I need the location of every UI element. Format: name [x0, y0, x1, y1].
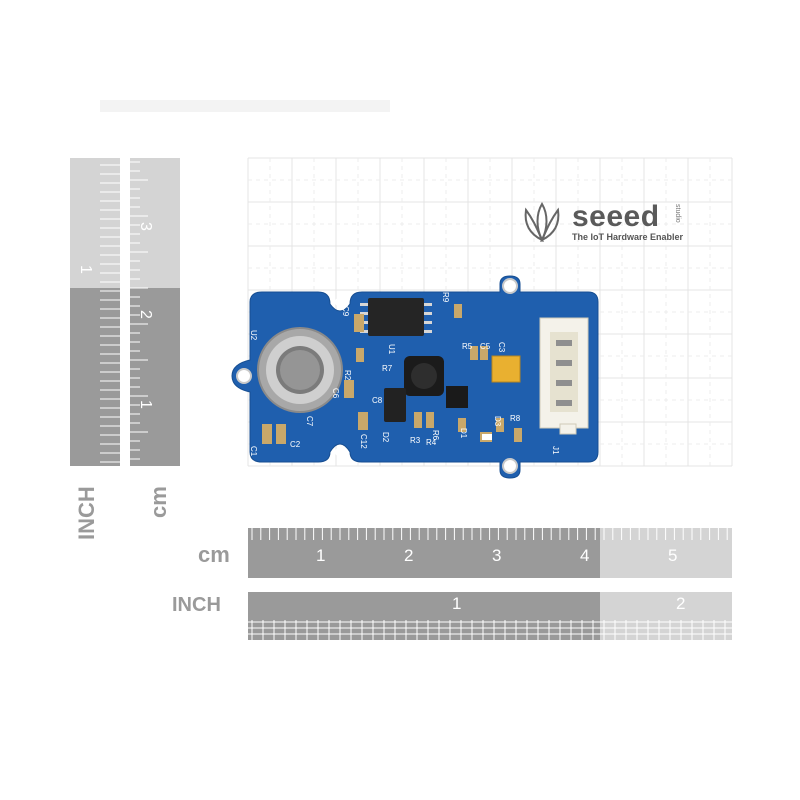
silk-u2: U2	[249, 330, 258, 341]
bottom-cm-tick-3: 3	[492, 546, 502, 565]
brand-mark: studio	[674, 204, 681, 223]
silk-c8: C8	[372, 396, 383, 405]
bottom-cm-tick-2: 2	[404, 546, 414, 565]
bottom-cm-label: cm	[198, 542, 230, 567]
ghost-ruler	[100, 100, 390, 112]
left-cm-tick-1: 1	[137, 400, 154, 409]
ic-chip	[360, 298, 432, 336]
brand-name: seeed	[572, 200, 660, 233]
silk-d2: D2	[381, 432, 390, 443]
led	[482, 434, 492, 440]
left-inch-label: INCH	[74, 486, 99, 540]
silk-r2: R2	[343, 370, 352, 381]
bottom-inch-label: INCH	[172, 594, 221, 616]
lotus-icon	[524, 202, 560, 243]
bottom-cm-tick-4: 4	[580, 546, 590, 565]
silk-d1: D1	[459, 428, 468, 439]
silk-c7: C7	[305, 416, 314, 427]
brand-logo: seeed The IoT Hardware Enabler studio	[520, 200, 690, 248]
left-inch-ruler	[70, 158, 120, 466]
silk-d3: D3	[493, 416, 502, 427]
silk-r5: R5	[462, 342, 473, 351]
left-inch-tick-1: 1	[77, 265, 94, 274]
grove-connector	[539, 317, 589, 435]
silk-r3: R3	[410, 436, 421, 445]
bottom-inch-tick-2: 2	[676, 594, 686, 613]
silk-c12: C12	[359, 434, 368, 449]
transistor	[446, 386, 468, 408]
left-cm-label: cm	[146, 486, 171, 518]
left-cm-tick-2: 2	[137, 310, 154, 319]
silk-c3: C3	[497, 342, 506, 353]
brand-tagline: The IoT Hardware Enabler	[572, 232, 684, 242]
silk-c9: C9	[341, 306, 350, 317]
silk-c2: C2	[290, 440, 301, 449]
silk-c5: C5	[480, 342, 491, 351]
left-cm-tick-3: 3	[137, 222, 154, 231]
silk-r4: R4	[426, 438, 437, 447]
bottom-inch-ruler	[248, 592, 732, 640]
silk-j1: J1	[551, 446, 560, 455]
bottom-cm-tick-5: 5	[668, 546, 678, 565]
gas-sensor	[257, 327, 343, 413]
silk-r9: R9	[441, 292, 450, 303]
silk-u1: U1	[387, 344, 396, 355]
silk-r8: R8	[510, 414, 521, 423]
bottom-cm-tick-1: 1	[316, 546, 326, 565]
silk-r6: R6	[431, 430, 440, 441]
bottom-ruler-ticks	[248, 528, 732, 640]
silk-c6: C6	[331, 388, 340, 399]
silk-r7: R7	[382, 364, 393, 373]
silk-c1: C1	[249, 446, 258, 457]
tantalum-capacitor	[491, 355, 521, 383]
bottom-inch-tick-1: 1	[452, 594, 462, 613]
inductor	[404, 356, 444, 396]
diode-d2	[384, 388, 406, 422]
left-ruler-ticks	[100, 161, 148, 463]
